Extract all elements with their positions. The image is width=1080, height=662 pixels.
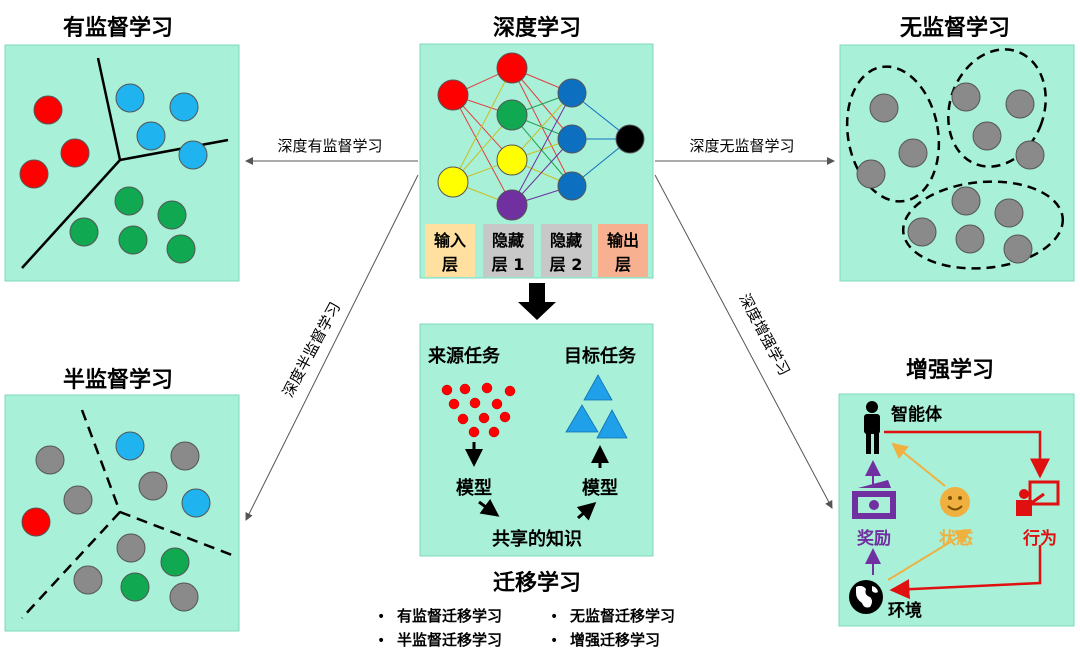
layer-input-label-2: 层 xyxy=(442,255,458,274)
layer-output-label-1: 输出 xyxy=(607,231,639,250)
state-label: 状态 xyxy=(939,528,973,549)
node-hidden1 xyxy=(496,99,528,131)
layer-hidden2-box xyxy=(541,224,592,277)
transfer-bullets: • 有监督迁移学习 • 无监督迁移学习 • 半监督迁移学习 • 增强迁移学习 xyxy=(377,607,675,649)
panel-semi xyxy=(4,394,240,632)
model-right-label: 模型 xyxy=(582,477,618,499)
panel-unsupervised xyxy=(839,44,1075,282)
title-unsupervised: 无监督学习 xyxy=(900,15,1010,41)
title-transfer: 迁移学习 xyxy=(493,570,581,596)
panel-transfer: 来源任务 目标任务 模型 模型 共享的知识 xyxy=(419,323,654,557)
model-left-label: 模型 xyxy=(456,477,492,499)
agent-label: 智能体 xyxy=(891,404,943,425)
node-input xyxy=(437,79,469,111)
layer-hidden1-label-1: 隐藏 xyxy=(492,231,524,250)
layer-hidden2-label-1: 隐藏 xyxy=(550,231,582,250)
arrow-to-reinforcement xyxy=(654,174,833,509)
point-green xyxy=(157,200,187,230)
point-blue xyxy=(169,92,199,122)
agent-person-icon xyxy=(864,401,880,454)
node-hidden1 xyxy=(496,52,528,84)
node-input xyxy=(437,166,469,198)
layer-output-box xyxy=(598,224,648,277)
layer-input-label-1: 输入 xyxy=(434,231,466,250)
layer-output-label-2: 层 xyxy=(615,255,631,274)
layer-hidden1-label-2: 层 1 xyxy=(492,255,525,274)
title-deep: 深度学习 xyxy=(493,15,581,41)
panel-supervised xyxy=(4,44,240,282)
node-hidden2 xyxy=(557,124,587,154)
layer-input-box xyxy=(425,224,475,277)
arrow-label-deep-supervised: 深度有监督学习 xyxy=(277,137,382,155)
svg-text:•: • xyxy=(550,609,558,625)
node-hidden1 xyxy=(496,189,528,221)
bullet-item: 增强迁移学习 xyxy=(570,631,660,649)
svg-text:•: • xyxy=(377,609,385,625)
point-green xyxy=(114,186,144,216)
source-data-dots xyxy=(441,382,516,438)
action-label: 行为 xyxy=(1022,528,1057,549)
arrow-to-semi xyxy=(245,174,419,521)
source-task-label: 来源任务 xyxy=(427,345,501,367)
point-green xyxy=(118,225,148,255)
target-task-label: 目标任务 xyxy=(564,345,637,367)
down-arrow-icon xyxy=(518,283,556,320)
title-semi: 半监督学习 xyxy=(63,367,173,393)
node-hidden1 xyxy=(496,144,528,176)
layer-hidden2-label-2: 层 2 xyxy=(550,255,583,274)
node-output xyxy=(615,124,645,154)
point-red xyxy=(19,159,49,189)
arrow-label-deep-semi: 深度半监督学习 xyxy=(279,299,344,400)
environment-label: 环境 xyxy=(888,600,922,621)
point-blue xyxy=(115,83,145,113)
point-green xyxy=(166,234,196,264)
target-data-triangles xyxy=(565,374,628,439)
point-green xyxy=(69,217,99,247)
point-blue xyxy=(136,121,166,151)
point-red xyxy=(60,138,90,168)
layer-hidden1-box xyxy=(483,224,534,277)
node-hidden2 xyxy=(557,78,587,108)
reward-money-icon xyxy=(852,480,896,519)
arrow-label-deep-reinforcement: 深度增强学习 xyxy=(735,291,793,379)
environment-globe-icon xyxy=(849,580,883,614)
title-reinforcement: 增强学习 xyxy=(906,357,994,383)
svg-text:•: • xyxy=(550,633,558,649)
shared-knowledge-label: 共享的知识 xyxy=(492,528,582,550)
title-supervised: 有监督学习 xyxy=(63,15,173,41)
state-smiley-icon xyxy=(940,487,970,517)
point-blue xyxy=(178,140,208,170)
node-hidden2 xyxy=(557,171,587,201)
panel-reinforcement: 智能体 奖励 状态 xyxy=(838,393,1075,627)
bullet-item: 无监督迁移学习 xyxy=(569,607,675,625)
bullet-item: 有监督迁移学习 xyxy=(397,607,502,625)
arrow-label-deep-unsupervised: 深度无监督学习 xyxy=(689,137,794,155)
point-red xyxy=(33,95,63,125)
svg-text:•: • xyxy=(377,633,385,649)
bullet-item: 半监督迁移学习 xyxy=(397,631,502,649)
reward-label: 奖励 xyxy=(857,528,891,549)
action-presenter-icon xyxy=(1016,480,1060,516)
panel-deep: 输入 层 隐藏 层 1 隐藏 层 2 输出 层 xyxy=(419,43,654,279)
